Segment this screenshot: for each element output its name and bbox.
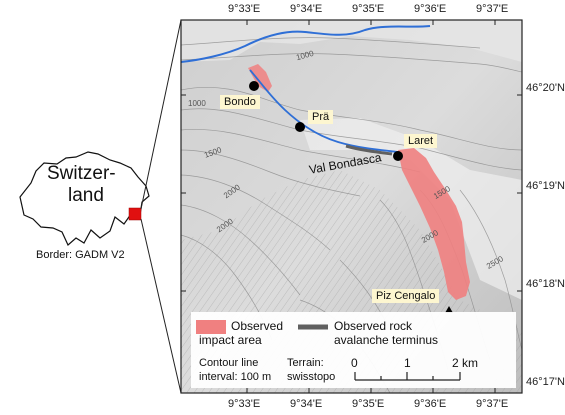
label-piz-cengalo: Piz Cengalo: [372, 289, 440, 303]
avalanche-terminus-line: [345, 144, 393, 156]
top-tick-1: 9°33'E: [228, 3, 261, 15]
piz-cengalo-triangle: [445, 306, 453, 313]
legend-impact-line2: impact area: [199, 333, 262, 347]
top-tick-2: 9°34'E: [290, 3, 323, 15]
right-tick-1: 46°20'N: [526, 82, 565, 94]
contour-label: 1000: [188, 99, 206, 108]
bottom-tick-5: 9°37'E: [476, 398, 509, 410]
inset-country-line1: Switzer-: [47, 163, 116, 184]
legend-terminus-line1: Observed rock: [334, 319, 413, 333]
label-pra: Prä: [308, 110, 334, 124]
impact-area-main: [398, 148, 470, 300]
legend-terminus-line2: avalanche terminus: [334, 333, 439, 347]
study-area-marker: [128, 207, 142, 221]
legend-terrain-line1: Terrain:: [287, 357, 324, 369]
bondo-dot: [249, 81, 259, 91]
scale-label-2: 2 km: [452, 356, 479, 370]
laret-dot: [393, 151, 403, 161]
river: [181, 25, 431, 63]
scale-label-0: 0: [351, 356, 358, 370]
bottom-tick-2: 9°34'E: [290, 398, 323, 410]
label-bondo: Bondo: [220, 95, 260, 109]
top-tick-4: 9°36'E: [414, 3, 447, 15]
inset-border-source: Border: GADM V2: [36, 249, 125, 261]
river-valley: [249, 69, 399, 153]
legend-box: [191, 312, 516, 388]
map-figure: [19, 19, 523, 394]
legend-impact-swatch: [196, 320, 226, 334]
legend-contour-line2: interval: 100 m: [199, 371, 272, 383]
connector-line-top: [140, 19, 182, 210]
scale-bar: [354, 372, 461, 381]
inset-country-line2: land: [68, 185, 104, 206]
legend-terrain-line2: swisstopo: [287, 371, 336, 383]
right-tick-3: 46°18'N: [526, 278, 565, 290]
bottom-tick-3: 9°35'E: [352, 398, 385, 410]
top-tick-3: 9°35'E: [352, 3, 385, 15]
legend-contour-line1: Contour line: [199, 357, 259, 369]
bottom-tick-1: 9°33'E: [228, 398, 261, 410]
impact-area: [248, 64, 272, 92]
legend-impact-line1: Observed: [231, 319, 284, 333]
top-tick-5: 9°37'E: [476, 3, 509, 15]
right-tick-2: 46°19'N: [526, 180, 565, 192]
connector-line-bottom: [140, 218, 182, 394]
right-tick-4: 46°17'N: [526, 376, 565, 388]
bottom-tick-4: 9°36'E: [414, 398, 447, 410]
pra-dot: [295, 122, 305, 132]
label-laret: Laret: [404, 134, 438, 148]
map-frame: [180, 19, 523, 394]
scale-label-1: 1: [404, 356, 411, 370]
